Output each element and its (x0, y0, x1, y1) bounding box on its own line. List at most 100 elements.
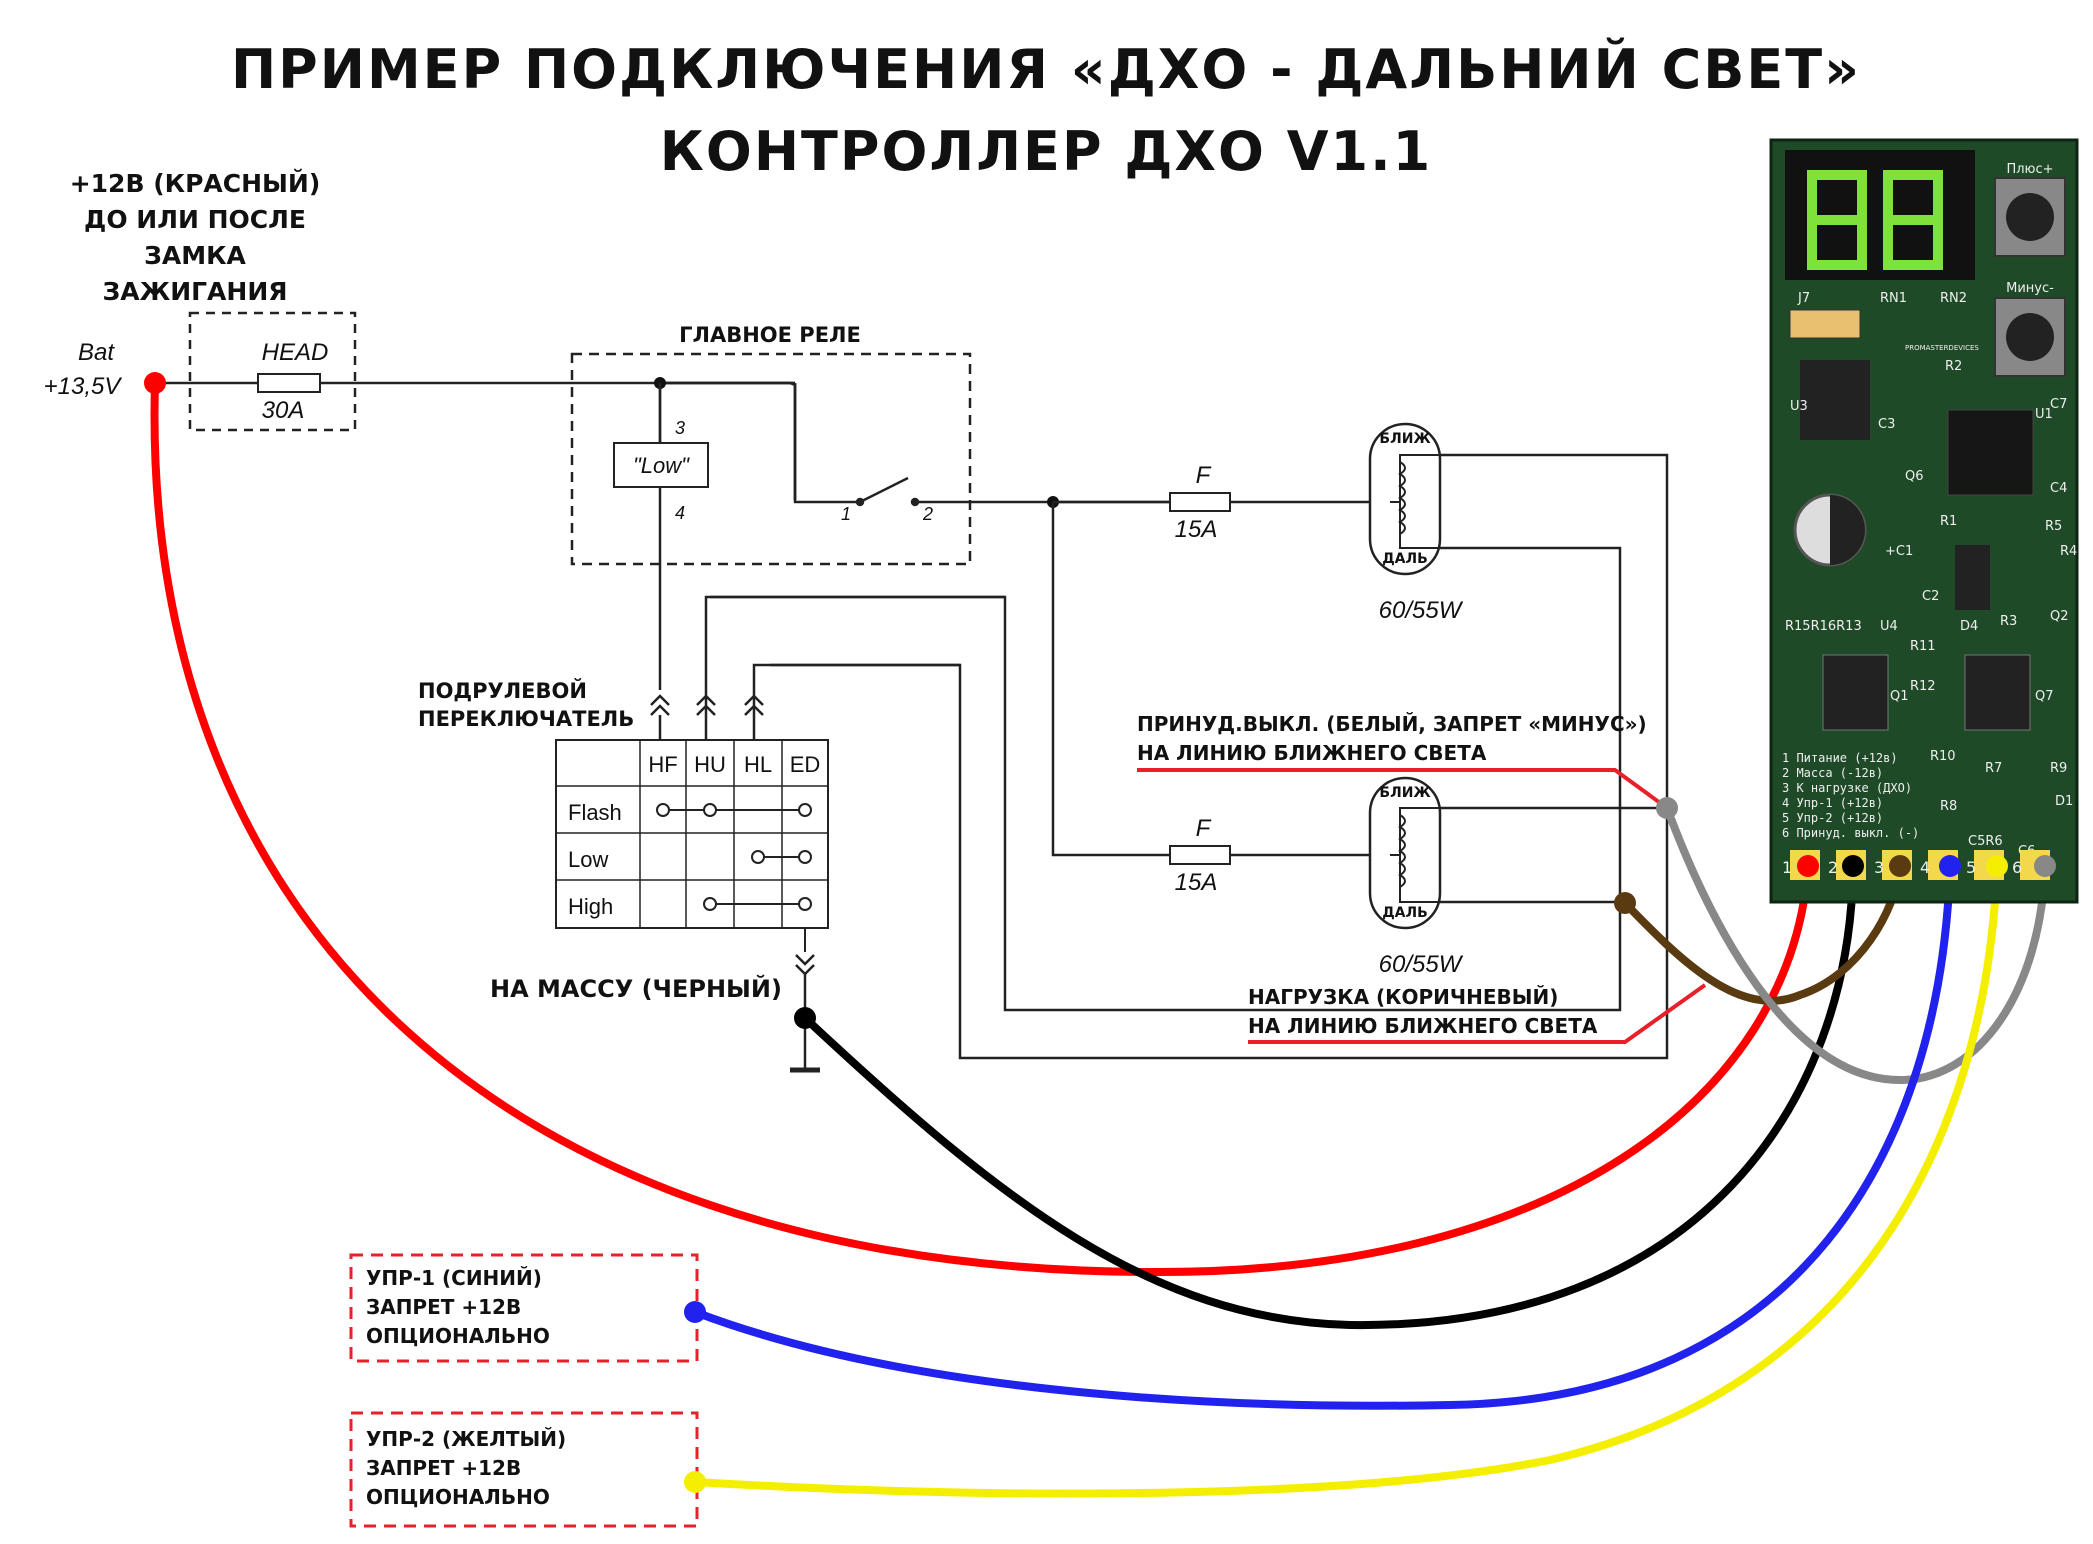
ref-label: R15R16R13 (1785, 619, 1862, 634)
pin-number: 4 (1920, 858, 1930, 877)
upr1-box (349, 1253, 699, 1363)
forced-off-line1: ПРИНУД.ВЫКЛ. (БЕЛЫЙ, ЗАПРЕТ «МИНУС») (1137, 712, 1647, 736)
fuse-1 (1169, 492, 1231, 512)
diode-d4 (1955, 545, 1990, 610)
fuse-2 (1169, 845, 1231, 865)
pin-number: 1 (1782, 858, 1792, 877)
ref-label: RN2 (1940, 291, 1967, 306)
upr2-box (349, 1411, 699, 1528)
pin-number: 6 (2012, 858, 2022, 877)
pin-legend-line: 4 Упр-1 (+12в) (1782, 796, 1883, 810)
wire-black (801, 864, 1857, 1330)
switch-connectors (650, 595, 1005, 740)
lamp-1-top: БЛИЖ (1379, 431, 1430, 447)
pin-legend-line: 5 Упр-2 (+12в) (1782, 811, 1883, 825)
load-note-line1: НАГРУЗКА (КОРИЧНЕВЫЙ) (1248, 985, 1558, 1009)
pin-pads (1790, 850, 2056, 880)
main-fuse (257, 373, 321, 393)
ref-label: Q7 (2035, 689, 2054, 704)
microcontroller-u1 (1947, 409, 2034, 496)
relay-pin2: 2 (922, 504, 933, 524)
upr1-line: УПР-1 (СИНИЙ) (366, 1266, 542, 1290)
ref-label: U1 (2035, 407, 2053, 422)
ref-label: R4 (2060, 544, 2077, 559)
relay-coil-label: "Low" (633, 453, 690, 478)
controller-board: Плюс+ Минус- J7 RN1 RN2 R2 U3 C3 U1 C7 Q… (1769, 138, 2079, 904)
fuse-box-outline (188, 311, 357, 432)
switch-title-line2: ПЕРЕКЛЮЧАТЕЛЬ (418, 707, 634, 731)
ref-label: R10 (1930, 749, 1956, 764)
pcb-brand: PROMASTERDEVICES (1905, 344, 1979, 352)
switch-table (555, 739, 829, 952)
pin-legend-line: 1 Питание (+12в) (1782, 751, 1898, 765)
ref-label: R1 (1940, 514, 1957, 529)
pin-legend-line: 3 К нагрузке (ДХО) (1782, 781, 1912, 795)
lamp-2-power: 60/55W (1379, 951, 1464, 978)
plus-button-knob[interactable] (2006, 193, 2054, 241)
ref-label: +C1 (1885, 544, 1913, 559)
headlamp-1 (1368, 422, 1442, 576)
power-note-line: ДО ИЛИ ПОСЛЕ (84, 205, 306, 234)
ref-label: R11 (1910, 639, 1936, 654)
connector-j7 (1789, 309, 1861, 339)
ref-label: C2 (1922, 589, 1939, 604)
segment-display (1807, 170, 1943, 270)
ref-label: R5 (2045, 519, 2062, 534)
relay-pin3: 3 (675, 418, 685, 438)
relay-contacts (658, 383, 1170, 690)
pin-number: 5 (1966, 858, 1976, 877)
wire-red (150, 379, 1812, 1277)
lamp-2-bottom: ДАЛЬ (1382, 905, 1428, 921)
switch-col-hl: HL (744, 752, 772, 777)
power-note-line: ЗАЖИГАНИЯ (102, 277, 287, 306)
pin-legend-line: 6 Принуд. выкл. (-) (1782, 826, 1919, 840)
headlamp-2 (1368, 776, 1442, 930)
ref-label: Q2 (2050, 609, 2069, 624)
fuse-1-rating: 15A (1175, 516, 1218, 543)
main-fuse-name: HEAD (262, 339, 329, 366)
pin-legend-line: 2 Масса (-12в) (1782, 766, 1883, 780)
load-note-line2: НА ЛИНИЮ БЛИЖНЕГО СВЕТА (1248, 1014, 1598, 1038)
lamp-2-top: БЛИЖ (1379, 785, 1430, 801)
wire-gray (1663, 804, 2049, 1085)
ref-label: C5R6 (1968, 834, 2003, 849)
ref-label: U3 (1790, 399, 1808, 414)
fuse-2-name: F (1196, 815, 1212, 842)
ref-label: C7 (2050, 397, 2067, 412)
relay-outline (570, 352, 972, 566)
relay-pin4: 4 (675, 503, 685, 523)
ref-label: U4 (1880, 619, 1898, 634)
plus-button-label: Плюс+ (2006, 162, 2053, 177)
mosfet-q1 (1822, 654, 1889, 731)
switch-title-line1: ПОДРУЛЕВОЙ (418, 678, 587, 703)
relay-pin1: 1 (841, 504, 851, 524)
ref-label: R9 (2050, 761, 2067, 776)
power-note: +12В (КРАСНЫЙ) ДО ИЛИ ПОСЛЕ ЗАМКА ЗАЖИГА… (70, 169, 321, 306)
switch-col-ed: ED (790, 752, 821, 777)
ref-label: J7 (1797, 291, 1810, 306)
ref-label: R2 (1945, 359, 1962, 374)
ref-label: Q1 (1890, 689, 1909, 704)
upr2-line: ОПЦИОНАЛЬНО (366, 1485, 550, 1509)
ref-label: C3 (1878, 417, 1895, 432)
minus-button-label: Минус- (2006, 281, 2054, 296)
colored-wires (150, 379, 2049, 1498)
forced-off-underline (1137, 768, 1669, 810)
ref-label: R3 (2000, 614, 2017, 629)
ref-label: RN1 (1880, 291, 1907, 306)
ground-label: НА МАССУ (ЧЕРНЫЙ) (490, 974, 782, 1003)
diagram-title-line1: ПРИМЕР ПОДКЛЮЧЕНИЯ «ДХО - ДАЛЬНИЙ СВЕТ» (231, 38, 1861, 101)
ref-label: R7 (1985, 761, 2002, 776)
upr2-line: ЗАПРЕТ +12В (366, 1456, 521, 1480)
ref-label: R8 (1940, 799, 1957, 814)
power-note-line: +12В (КРАСНЫЙ) (70, 169, 321, 198)
minus-button-knob[interactable] (2006, 313, 2054, 361)
battery-label: Bat (78, 339, 115, 366)
pin-number: 3 (1874, 858, 1884, 877)
ref-label: D1 (2055, 794, 2073, 809)
power-note-line: ЗАМКА (144, 241, 246, 270)
switch-col-hu: HU (694, 752, 726, 777)
regulator-u3 (1800, 360, 1870, 440)
switch-row-low: Low (568, 847, 608, 872)
